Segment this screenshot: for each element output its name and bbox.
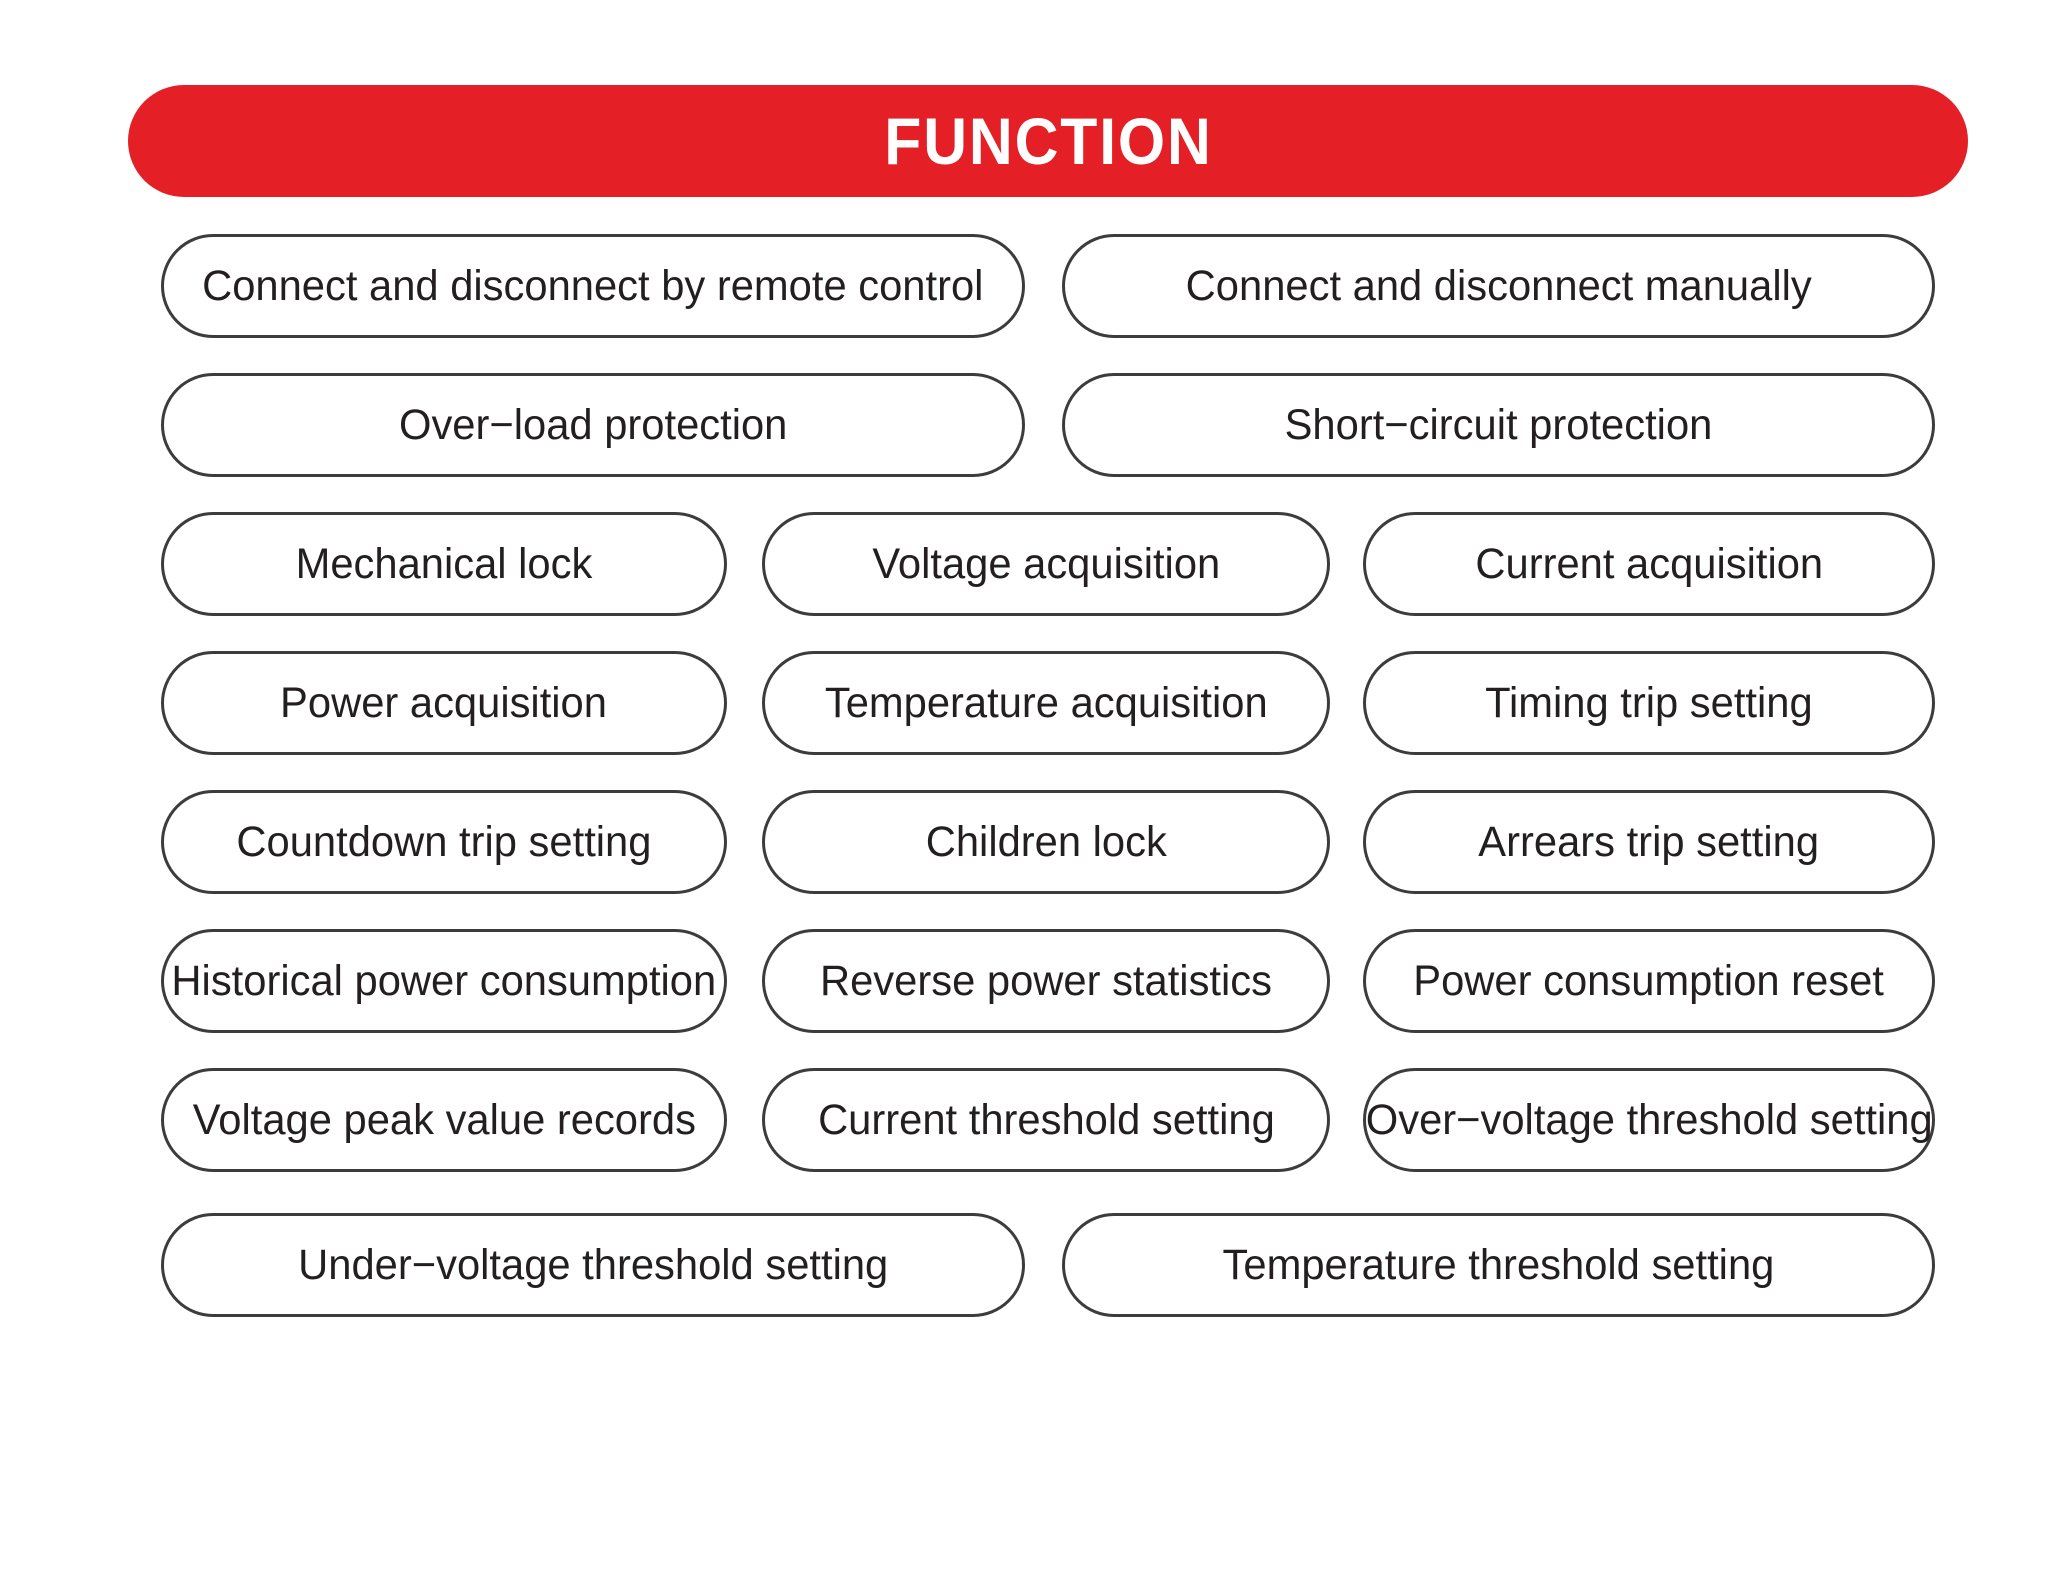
feature-pill-label: Connect and disconnect by remote control (202, 261, 984, 310)
feature-pill[interactable]: Connect and disconnect manually (1062, 234, 1935, 338)
feature-pill[interactable]: Historical power consumption (161, 929, 727, 1033)
feature-pill-label: Mechanical lock (295, 539, 593, 588)
feature-pill-label: Children lock (925, 817, 1167, 866)
feature-pill-label: Power consumption reset (1413, 956, 1885, 1005)
feature-row: Countdown trip setting Children lock Arrea… (0, 790, 2070, 894)
feature-pill-label: Voltage peak value records (192, 1095, 696, 1144)
function-header-banner: FUNCTION (128, 85, 1968, 197)
feature-pill-label: Over−load protection (398, 400, 788, 449)
feature-pill[interactable]: Power consumption reset (1363, 929, 1935, 1033)
feature-pill[interactable]: Timing trip setting (1363, 651, 1935, 755)
feature-pill[interactable]: Temperature threshold setting (1062, 1213, 1935, 1317)
feature-pill-label: Historical power consumption (171, 956, 717, 1005)
feature-pill-label: Connect and disconnect manually (1185, 261, 1812, 310)
feature-pill-label: Under−voltage threshold setting (297, 1240, 889, 1289)
feature-row: Connect and disconnect by remote control… (0, 234, 2070, 338)
feature-pill[interactable]: Mechanical lock (161, 512, 727, 616)
feature-pill[interactable]: Temperature acquisition (762, 651, 1330, 755)
feature-pill-label: Short−circuit protection (1284, 400, 1713, 449)
feature-pill[interactable]: Current threshold setting (762, 1068, 1330, 1172)
feature-pill-label: Power acquisition (280, 678, 608, 727)
feature-pill-label: Reverse power statistics (819, 956, 1273, 1005)
feature-row: Under−voltage threshold setting Temperatu… (0, 1213, 2070, 1317)
feature-pill[interactable]: Children lock (762, 790, 1330, 894)
feature-pill[interactable]: Power acquisition (161, 651, 727, 755)
feature-row: Mechanical lock Voltage acquisition Curren… (0, 512, 2070, 616)
page-title: FUNCTION (883, 104, 1213, 178)
feature-pill-label: Arrears trip setting (1478, 817, 1820, 866)
feature-pill-label: Over−voltage threshold setting (1365, 1095, 1933, 1144)
feature-pill[interactable]: Under−voltage threshold setting (161, 1213, 1025, 1317)
feature-pill[interactable]: Reverse power statistics (762, 929, 1330, 1033)
feature-pill-label: Timing trip setting (1485, 678, 1813, 727)
feature-pill-label: Current acquisition (1475, 539, 1823, 588)
feature-pill[interactable]: Connect and disconnect by remote control (161, 234, 1025, 338)
feature-row: Over−load protection Short−circuit protec… (0, 373, 2070, 477)
feature-pill-label: Countdown trip setting (236, 817, 652, 866)
feature-pill[interactable]: Short−circuit protection (1062, 373, 1935, 477)
feature-pill[interactable]: Current acquisition (1363, 512, 1935, 616)
feature-pill[interactable]: Over−voltage threshold setting (1363, 1068, 1935, 1172)
feature-row: Voltage peak value records Current thresh… (0, 1068, 2070, 1172)
feature-pill[interactable]: Countdown trip setting (161, 790, 727, 894)
feature-pill-label: Temperature acquisition (824, 678, 1268, 727)
feature-pill[interactable]: Arrears trip setting (1363, 790, 1935, 894)
feature-row: Historical power consumption Reverse powe… (0, 929, 2070, 1033)
feature-pill[interactable]: Voltage acquisition (762, 512, 1330, 616)
feature-pill-label: Current threshold setting (817, 1095, 1275, 1144)
feature-pill[interactable]: Voltage peak value records (161, 1068, 727, 1172)
feature-pill-label: Temperature threshold setting (1222, 1240, 1775, 1289)
feature-pill-label: Voltage acquisition (872, 539, 1220, 588)
feature-pill[interactable]: Over−load protection (161, 373, 1025, 477)
feature-row: Power acquisition Temperature acquisition… (0, 651, 2070, 755)
